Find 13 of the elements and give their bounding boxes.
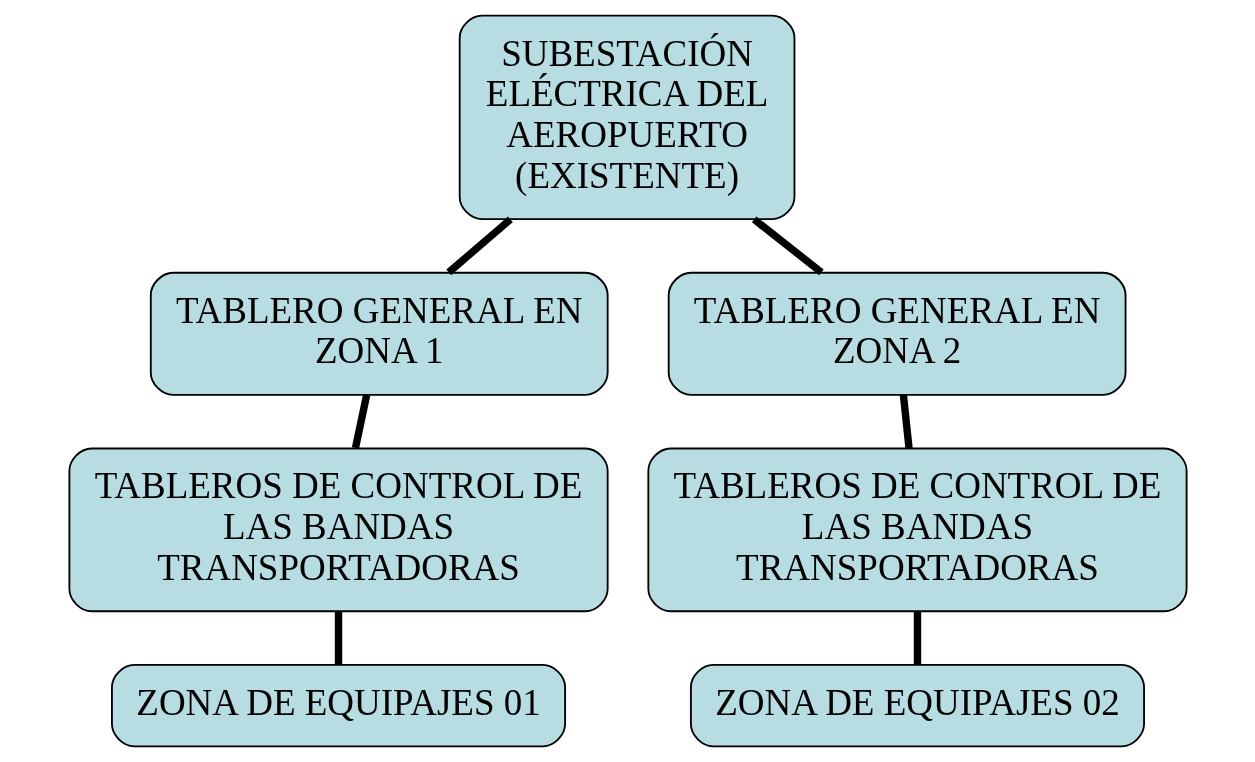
connector bbox=[899, 394, 913, 449]
connector bbox=[913, 611, 921, 665]
connector bbox=[445, 216, 513, 276]
node-box: TABLEROS DE CONTROL DE LAS BANDAS TRANSPORTADORAS bbox=[646, 447, 1188, 613]
node-box: ZONA DE EQUIPAJES 01 bbox=[110, 664, 566, 748]
node-box: TABLERO GENERAL EN ZONA 1 bbox=[149, 271, 609, 396]
connector bbox=[334, 611, 342, 665]
node-box: ZONA DE EQUIPAJES 02 bbox=[689, 664, 1145, 748]
node-box: TABLERO GENERAL EN ZONA 2 bbox=[667, 271, 1126, 396]
connector bbox=[351, 394, 370, 449]
node-box: SUBESTACIÓN ELÉCTRICA DEL AEROPUERTO (EXISTENTE) bbox=[458, 14, 795, 221]
node-box: TABLEROS DE CONTROL DE LAS BANDAS TRANSPORTADORAS bbox=[67, 447, 609, 613]
connector bbox=[751, 216, 824, 276]
